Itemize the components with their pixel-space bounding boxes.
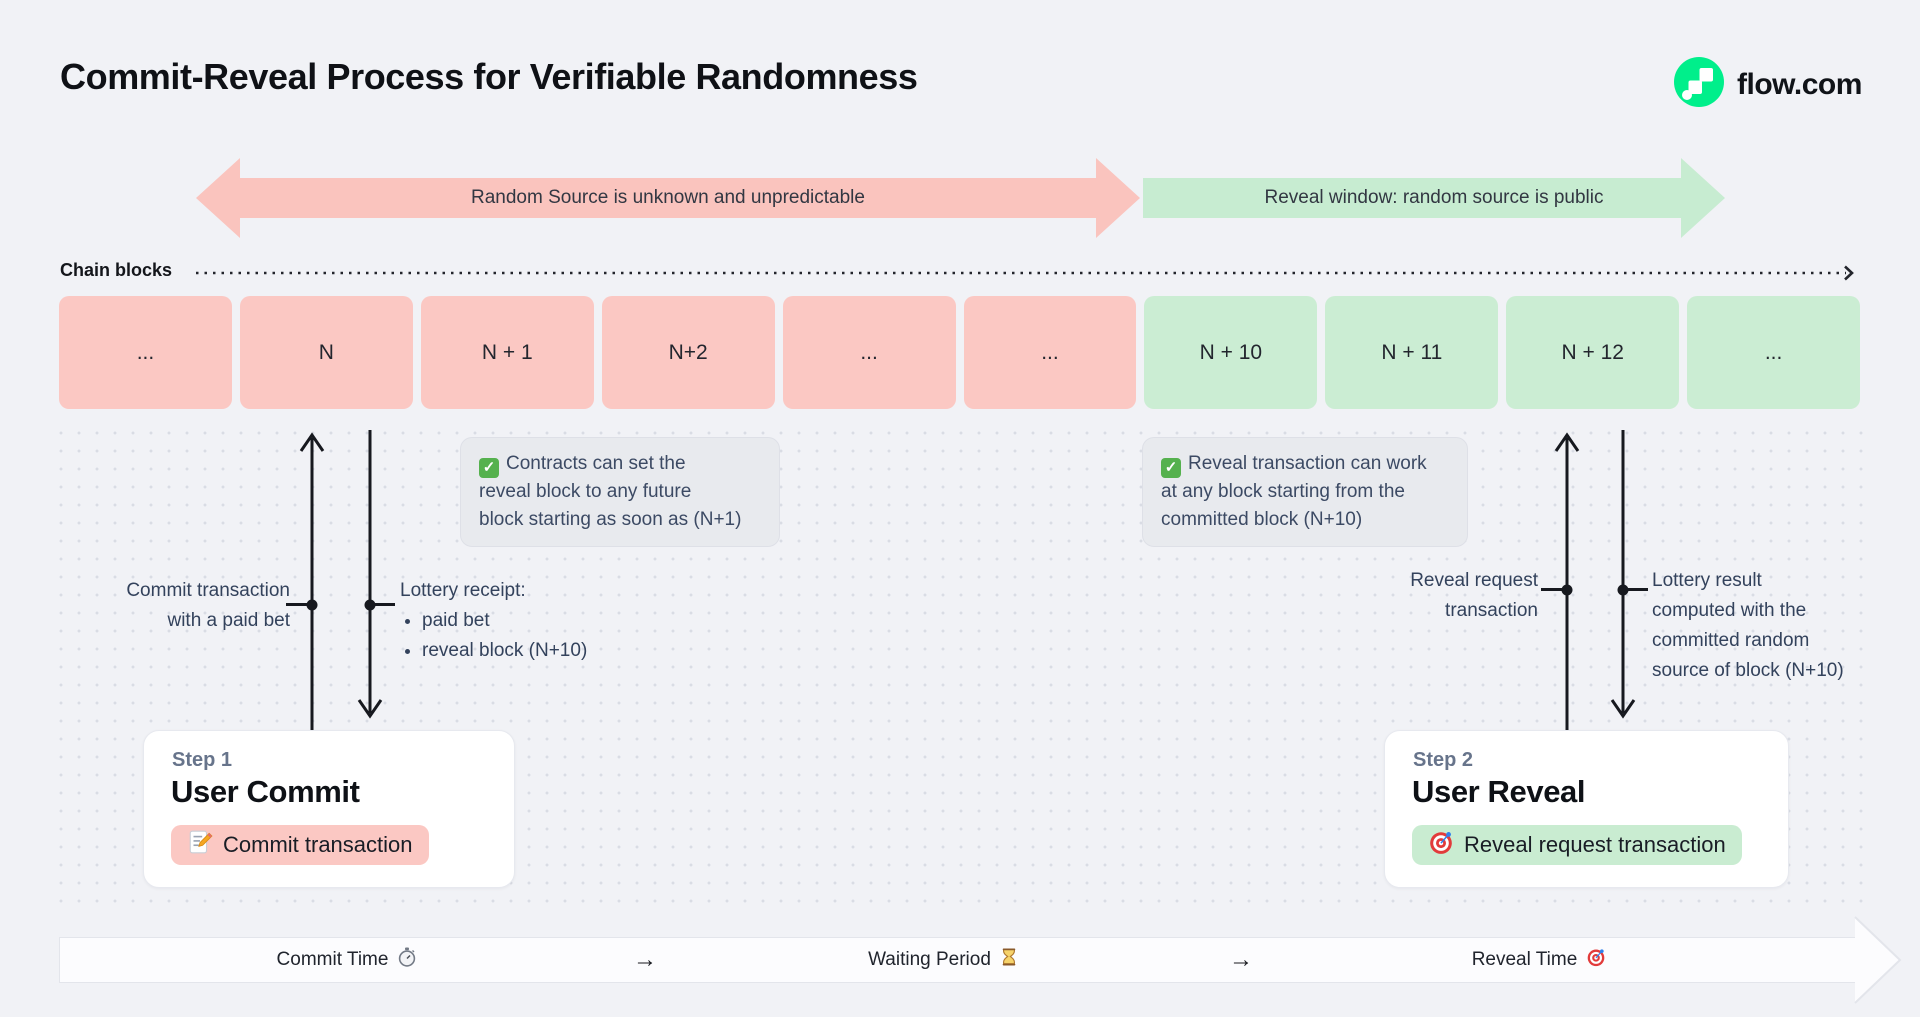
note-line: Contracts can set the	[506, 453, 686, 474]
commit-note-card: Contracts can set the reveal block to an…	[460, 437, 780, 547]
reveal-request-label: Reveal request transaction	[1410, 570, 1538, 621]
step1-title: User Commit	[171, 774, 360, 809]
timeline-arrow-1: →	[633, 946, 657, 973]
check-icon	[1161, 458, 1181, 478]
note-line: committed block (N+10)	[1161, 509, 1363, 530]
commit-phase-label: Random Source is unknown and unpredictab…	[471, 187, 865, 208]
timeline-bar: Commit Time → Waiting Period	[59, 937, 1856, 983]
step2-eyebrow: Step 2	[1413, 749, 1474, 771]
target-icon	[1586, 947, 1606, 973]
reveal-phase-arrow: Reveal window: random source is public	[1143, 158, 1725, 238]
chain-block: N + 12	[1506, 296, 1680, 409]
stopwatch-icon	[397, 947, 417, 973]
commit-phase-arrow: Random Source is unknown and unpredictab…	[196, 158, 1140, 238]
brand-name: flow.com	[1737, 67, 1862, 101]
chain-block: N + 1	[420, 296, 594, 409]
timeline-item-reveal-time: Reveal Time	[1390, 938, 1688, 982]
commit-transaction-badge: Commit transaction	[171, 825, 429, 865]
reveal-request-badge: Reveal request transaction	[1412, 825, 1742, 865]
page-title: Commit-Reveal Process for Verifiable Ran…	[60, 56, 918, 97]
chain-block: N + 10	[1144, 296, 1318, 409]
flow-logo-icon	[1674, 57, 1724, 112]
chain-block: N	[239, 296, 413, 409]
brand: flow.com	[1674, 57, 1862, 112]
hourglass-icon	[1000, 947, 1018, 973]
lottery-receipt-title: Lottery receipt:	[400, 580, 526, 601]
reveal-phase-label: Reveal window: random source is public	[1264, 187, 1604, 208]
commit-up-arrow-icon	[299, 432, 325, 730]
lottery-result-label: Lottery result computed with the committ…	[1652, 570, 1844, 681]
lottery-receipt-bullet: paid bet	[422, 606, 660, 636]
note-line: reveal block to any future	[479, 481, 692, 502]
step2-card: Step 2 User Reveal Reveal request transa…	[1384, 730, 1789, 888]
note-line: block starting as soon as (N+1)	[479, 509, 742, 530]
chain-timeline-dotted-arrow-icon	[196, 265, 1854, 281]
commit-transaction-label: Commit transaction with a paid bet	[126, 580, 290, 631]
lottery-receipt-label: Lottery receipt: paid bet reveal block (…	[400, 576, 660, 666]
chain-block: ...	[59, 296, 232, 409]
target-icon	[1428, 829, 1454, 861]
reveal-up-arrow-icon	[1554, 432, 1580, 730]
chain-blocks-row: ... N N + 1 N+2 ... ... N + 10 N + 11 N …	[59, 296, 1861, 409]
connector-line	[373, 603, 395, 606]
step2-title: User Reveal	[1412, 774, 1586, 809]
chain-block: ...	[963, 296, 1137, 409]
lottery-receipt-bullet: reveal block (N+10)	[422, 636, 660, 666]
note-line: Reveal transaction can work	[1188, 453, 1427, 474]
chain-block: N+2	[601, 296, 775, 409]
memo-icon	[187, 829, 213, 861]
chain-block: ...	[782, 296, 956, 409]
reveal-note-card: Reveal transaction can work at any block…	[1142, 437, 1468, 547]
badge-label: Commit transaction	[223, 832, 413, 857]
receipt-down-arrow-icon	[357, 430, 383, 719]
result-down-arrow-icon	[1610, 430, 1636, 719]
timeline-item-commit-time: Commit Time	[198, 938, 496, 982]
step1-eyebrow: Step 1	[172, 749, 233, 771]
chain-block: N + 11	[1325, 296, 1499, 409]
badge-label: Reveal request transaction	[1464, 832, 1726, 857]
timeline-end-chevron-icon	[1854, 916, 1902, 1004]
chain-block: ...	[1687, 296, 1861, 409]
connector-line	[286, 603, 308, 606]
connector-line	[1626, 588, 1648, 591]
step1-card: Step 1 User Commit Commit transaction	[143, 730, 515, 888]
check-icon	[479, 458, 499, 478]
chain-blocks-label: Chain blocks	[60, 260, 173, 280]
timeline-arrow-2: →	[1229, 946, 1253, 973]
timeline-item-waiting-period: Waiting Period	[794, 938, 1092, 982]
connector-line	[1541, 588, 1563, 591]
note-line: at any block starting from the	[1161, 481, 1405, 502]
